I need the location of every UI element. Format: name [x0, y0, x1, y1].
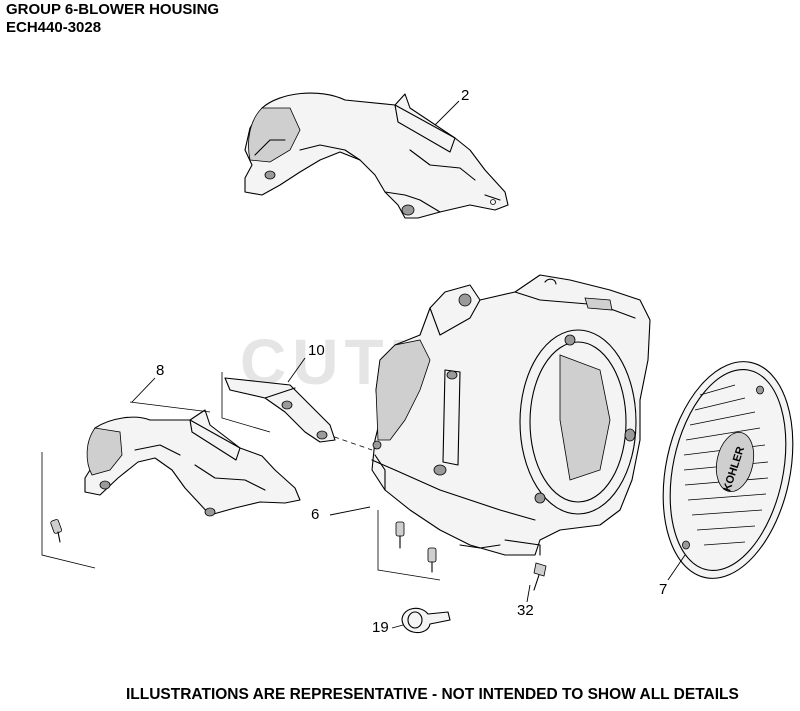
part-19-clip[interactable]	[401, 607, 451, 634]
callout-7: 7	[659, 581, 668, 598]
model-number: ECH440-3028	[6, 19, 102, 36]
callout-8: 8	[156, 362, 165, 379]
part-2-baffle[interactable]	[244, 92, 509, 219]
callout-32: 32	[517, 602, 534, 619]
part-8-baffle[interactable]	[84, 409, 301, 517]
part-32-screw[interactable]	[533, 562, 547, 591]
callout-2: 2	[461, 87, 470, 104]
callout-10: 10	[308, 342, 325, 359]
callout-6: 6	[311, 506, 320, 523]
part-6-blower-housing[interactable]	[371, 274, 651, 556]
callout-19: 19	[372, 619, 389, 636]
part-10-bracket[interactable]	[224, 377, 336, 443]
screw-6b[interactable]	[427, 547, 437, 573]
screw-8[interactable]	[50, 519, 62, 543]
diagram-title: GROUP 6-BLOWER HOUSING	[6, 1, 220, 18]
disclaimer-footer: ILLUSTRATIONS ARE REPRESENTATIVE - NOT I…	[126, 686, 739, 703]
part-7-rotating-screen[interactable]	[644, 350, 800, 591]
screw-6a[interactable]	[395, 521, 405, 549]
